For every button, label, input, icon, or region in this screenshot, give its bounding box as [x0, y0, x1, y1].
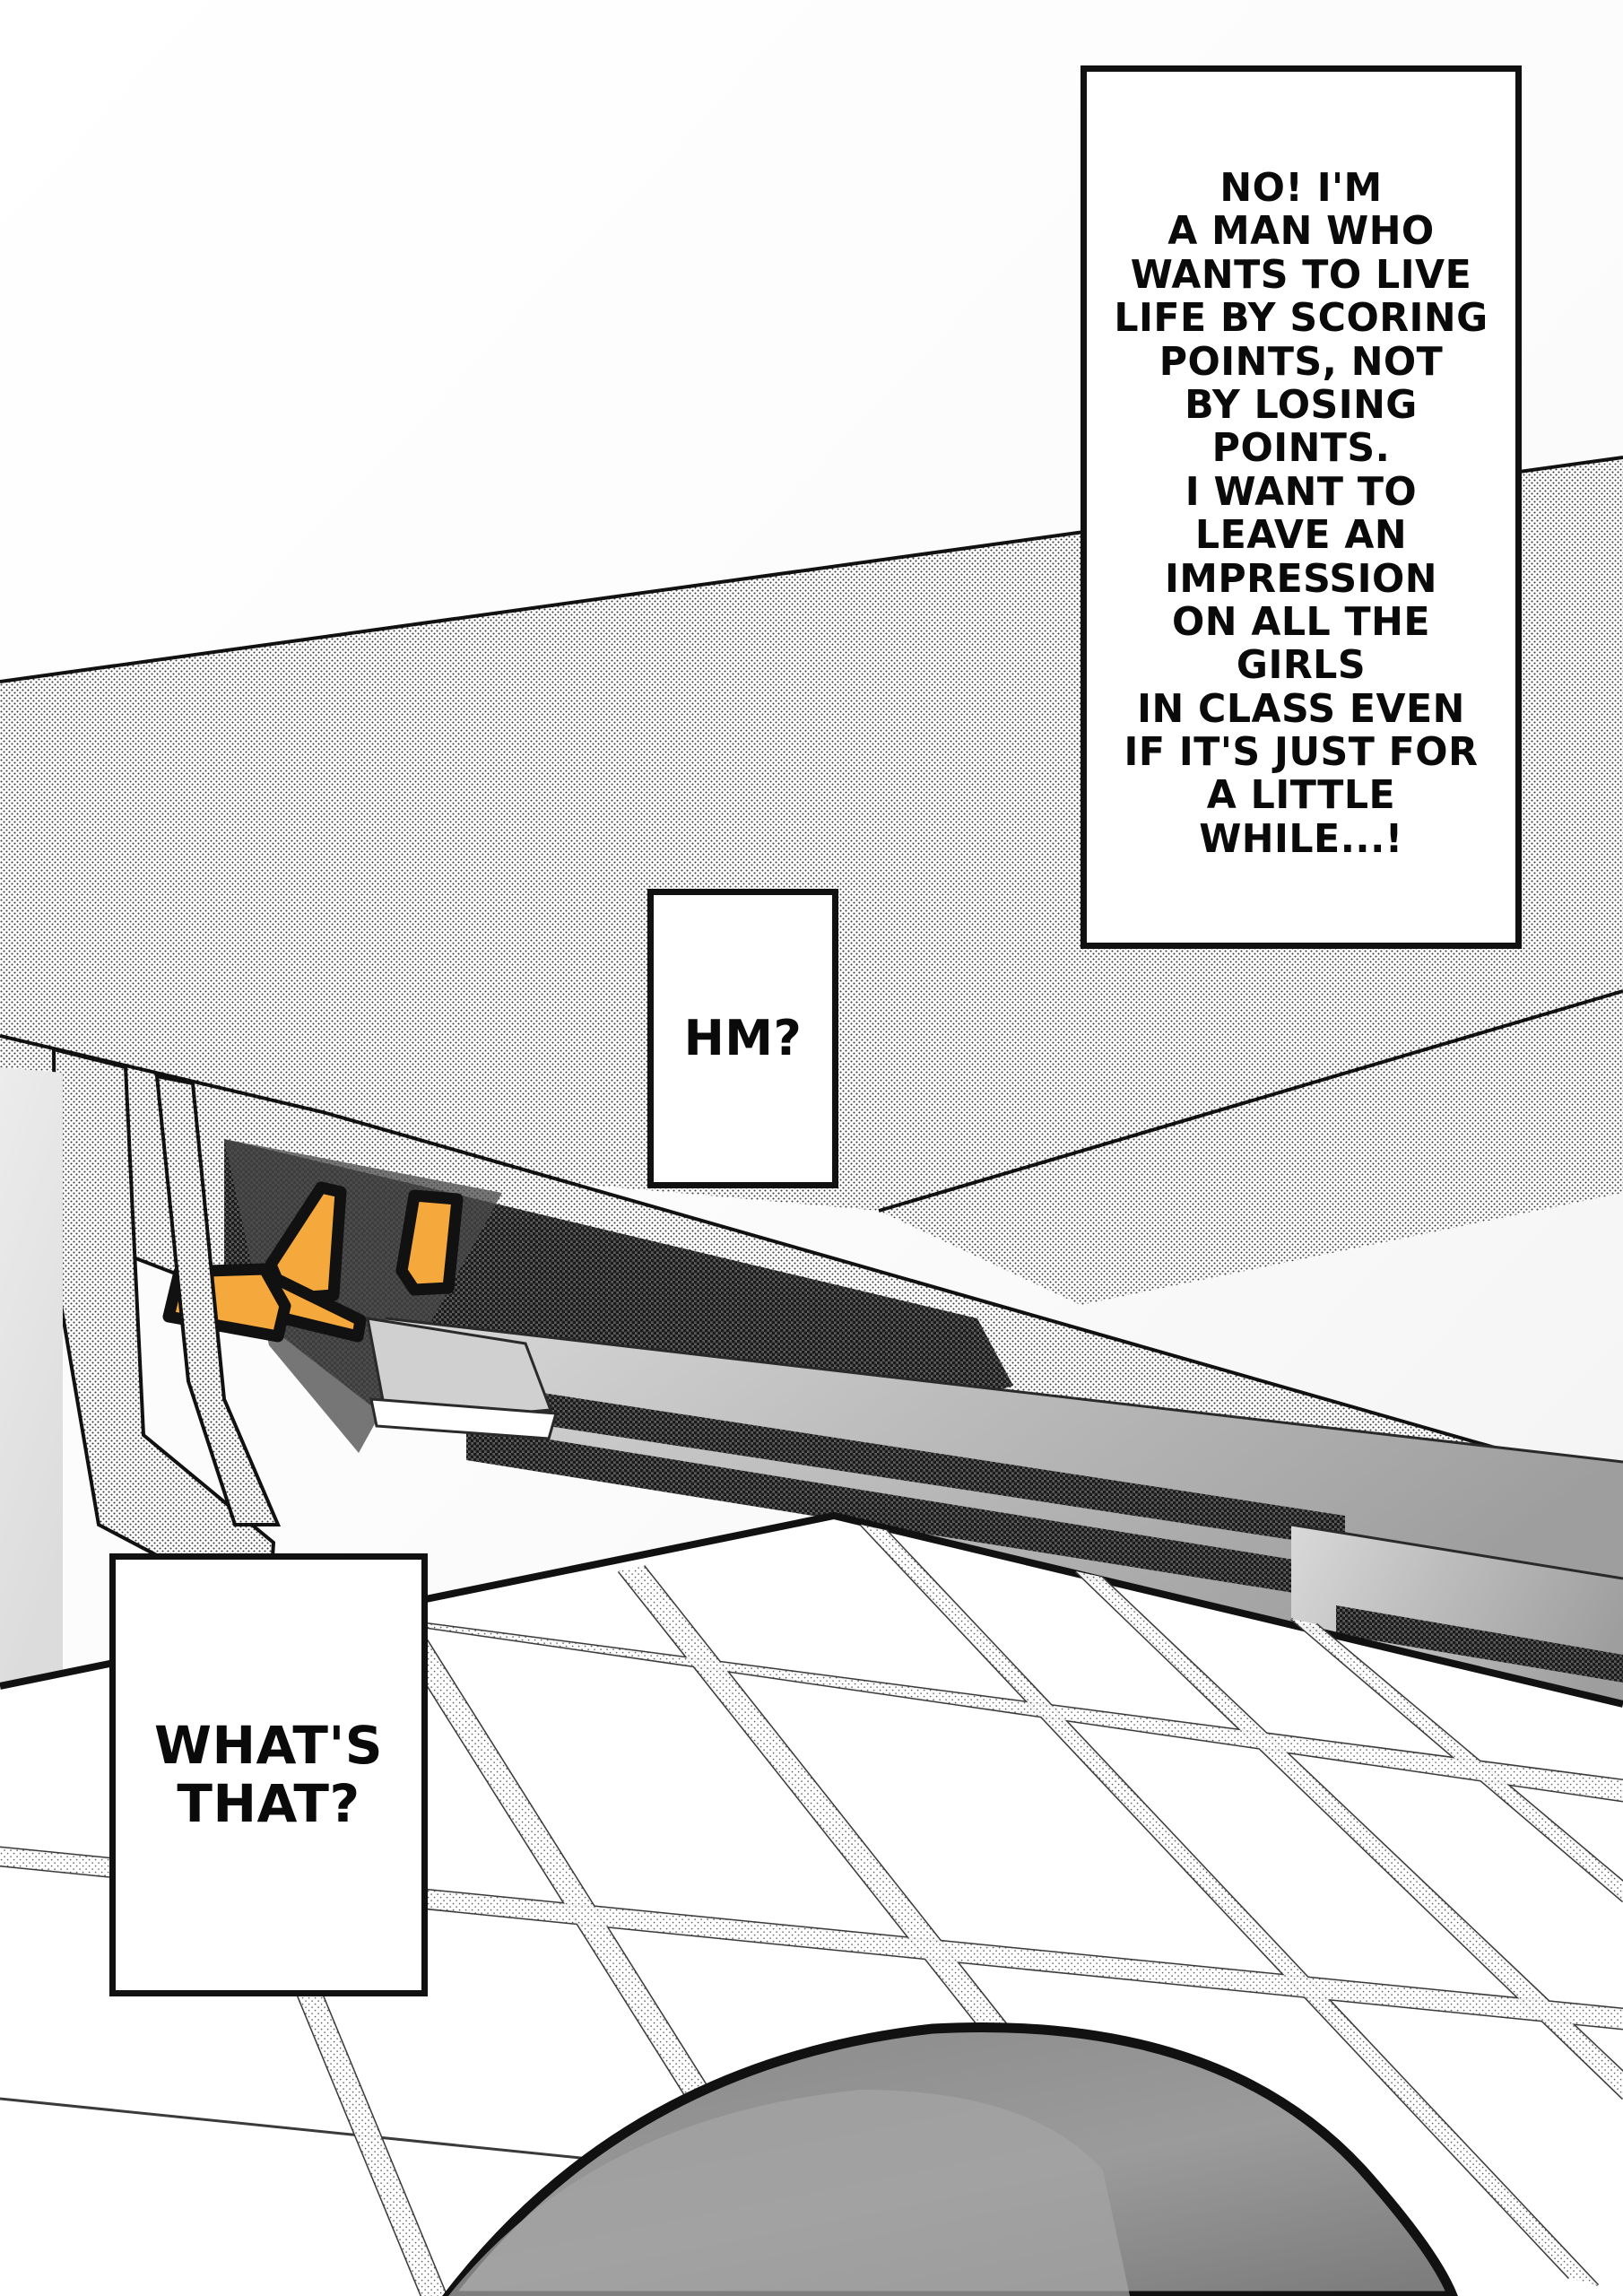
caption-monologue: No! I'm a man who wants to live life by … — [1081, 65, 1522, 949]
impact-flash-marks — [162, 1181, 464, 1343]
hidden-paper — [366, 1317, 558, 1440]
caption-whats-that-text: What's that? — [154, 1715, 383, 1834]
caption-whats-that: What's that? — [109, 1553, 428, 1996]
caption-monologue-text: No! I'm a man who wants to live life by … — [1114, 165, 1488, 862]
caption-hm: Hm? — [647, 889, 838, 1188]
desk-right-edge-band — [878, 989, 1623, 1305]
wall-strip-left — [0, 1067, 63, 1686]
character-head-silhouette — [442, 2022, 1458, 2296]
caption-hm-text: Hm? — [683, 1009, 803, 1066]
